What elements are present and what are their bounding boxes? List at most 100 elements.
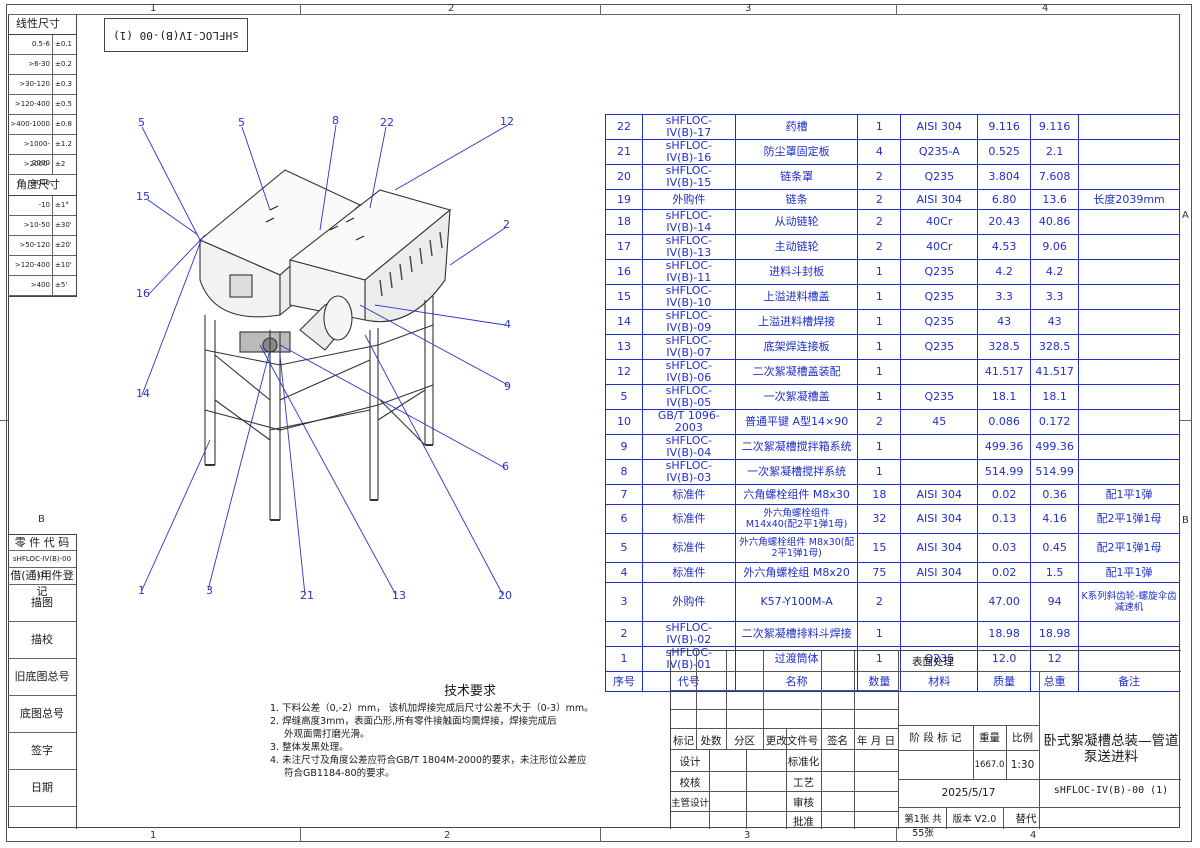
tolerance-range: -10: [8, 196, 53, 215]
rev-header: 签名: [827, 735, 848, 747]
bom-cell: 1: [857, 459, 902, 485]
frame-leg: [204, 315, 216, 465]
bom-cell: 2.1: [1030, 139, 1080, 165]
bom-cell: [1078, 284, 1180, 310]
bom-cell: 外购件: [641, 582, 736, 622]
tolerance-row: 0.5-6±0.1: [8, 35, 76, 55]
zone-number-top: 3: [745, 3, 752, 14]
tolerance-row: >120-400±0.5: [8, 95, 76, 115]
bom-cell: 47.00: [977, 582, 1032, 622]
bom-cell: 45: [900, 409, 979, 435]
zone-number-bottom: 2: [444, 830, 451, 841]
replace-label: 替代: [1015, 813, 1037, 825]
bom-header-cell: 数量: [857, 671, 902, 692]
bom-cell: [1078, 409, 1180, 435]
zone-number-top: 4: [1042, 3, 1049, 14]
bom-cell: Q235: [900, 164, 979, 190]
bom-cell: 从动链轮: [734, 209, 859, 235]
tolerance-range: >400: [8, 276, 53, 295]
bom-cell: 一次絮凝槽搅拌系统: [734, 459, 859, 485]
bom-cell: 328.5: [977, 334, 1032, 360]
bom-cell: 1: [857, 384, 902, 410]
part-balloons: 5 5 8 22 12 15 2 16 4 14 9 6 1 3 21 13 2…: [136, 114, 514, 602]
tolerance-range: >2000-4000: [8, 155, 53, 187]
bom-cell: sHFLOC-IV(B)-14: [641, 209, 736, 235]
bom-cell: 标准件: [641, 504, 736, 534]
bom-cell: 二次絮凝槽搅拌箱系统: [734, 434, 859, 460]
tolerance-row: >50-120±20': [8, 236, 76, 256]
tolerance-value: ±30': [55, 221, 72, 229]
bom-cell: 4.2: [977, 259, 1032, 285]
bom-cell: 0.02: [977, 484, 1032, 505]
bom-cell: 15: [605, 284, 643, 310]
bom-cell: 20.43: [977, 209, 1032, 235]
zone-divider: [600, 4, 601, 14]
zone-divider: [896, 828, 897, 842]
bom-cell: Q235-A: [900, 139, 979, 165]
bom-cell: 1: [857, 114, 902, 140]
bom-cell: 75: [857, 562, 902, 583]
bom-cell: sHFLOC-IV(B)-17: [641, 114, 736, 140]
tolerance-value: ±1.2: [55, 140, 72, 148]
bom-cell: 外六角螺栓组件 M14x40(配2平1弹1母): [734, 504, 859, 534]
bom-cell: 防尘罩固定板: [734, 139, 859, 165]
bom-cell: AISI 304: [900, 189, 979, 210]
bom-cell: 3: [605, 582, 643, 622]
bom-cell: 2: [857, 234, 902, 260]
balloon-label: 5: [138, 116, 145, 129]
bom-cell: 长度2039mm: [1078, 189, 1180, 210]
bom-cell: 上溢进料槽焊接: [734, 309, 859, 335]
register-row-label: 底图总号: [8, 696, 76, 733]
bom-cell: 41.517: [1030, 359, 1080, 385]
bom-cell: 1: [857, 284, 902, 310]
bom-cell: sHFLOC-IV(B)-16: [641, 139, 736, 165]
bom-cell: 16: [605, 259, 643, 285]
rev-header: 更改文件号: [765, 735, 819, 747]
balloon-label: 4: [504, 318, 511, 331]
bom-header-cell: 材料: [900, 671, 979, 692]
bom-cell: 18: [605, 209, 643, 235]
zone-divider: [300, 4, 301, 14]
bom-cell: Q235: [900, 309, 979, 335]
approve-label: 批准: [793, 816, 814, 828]
bom-cell: AISI 304: [900, 562, 979, 583]
zone-number-bottom: 1: [150, 830, 157, 841]
bom-cell: 20: [605, 164, 643, 190]
tolerance-row: >6-30±0.2: [8, 55, 76, 75]
weight-label: 重量: [979, 732, 1000, 744]
bom-header-cell: 代号: [641, 671, 736, 692]
tolerance-row: >120-400±10': [8, 256, 76, 276]
tech-requirements-title: 技术要求: [443, 684, 496, 699]
technical-requirements: 技术要求 1. 下料公差（0,-2）mm， 该机加焊接完成后尺寸公差不大于（0-…: [270, 685, 670, 780]
bom-cell: 18.1: [977, 384, 1032, 410]
linear-tolerance-title: 线性尺寸: [8, 14, 76, 35]
part-code-value: sHFLOC-IV(B)-00 (1): [8, 551, 76, 579]
bom-cell: 32: [857, 504, 902, 534]
chief-designer-label: 主管设计: [671, 798, 710, 809]
bom-cell: 7.608: [1030, 164, 1080, 190]
bom-cell: 4.16: [1030, 504, 1080, 534]
bom-cell: sHFLOC-IV(B)-07: [641, 334, 736, 360]
bom-cell: Q235: [900, 259, 979, 285]
bom-cell: [900, 359, 979, 385]
bom-cell: [900, 621, 979, 647]
bom-cell: [1078, 234, 1180, 260]
bom-cell: 12: [605, 359, 643, 385]
checker-label: 校核: [679, 777, 701, 789]
tolerance-range: 0.5-6: [8, 35, 53, 54]
tolerance-row: >2000-4000±2: [8, 155, 76, 187]
bom-header-row: 序号代号名称数量材料质量总重备注: [605, 671, 1180, 692]
bom-cell: 514.99: [977, 459, 1032, 485]
bom-cell: 328.5: [1030, 334, 1080, 360]
tolerance-range: >120-400: [8, 256, 53, 275]
zone-letter-left: B: [38, 514, 45, 525]
bom-cell: 3.804: [977, 164, 1032, 190]
scale-value: 1:30: [1010, 759, 1035, 771]
bom-cell: [1078, 309, 1180, 335]
zone-divider: [896, 4, 897, 14]
